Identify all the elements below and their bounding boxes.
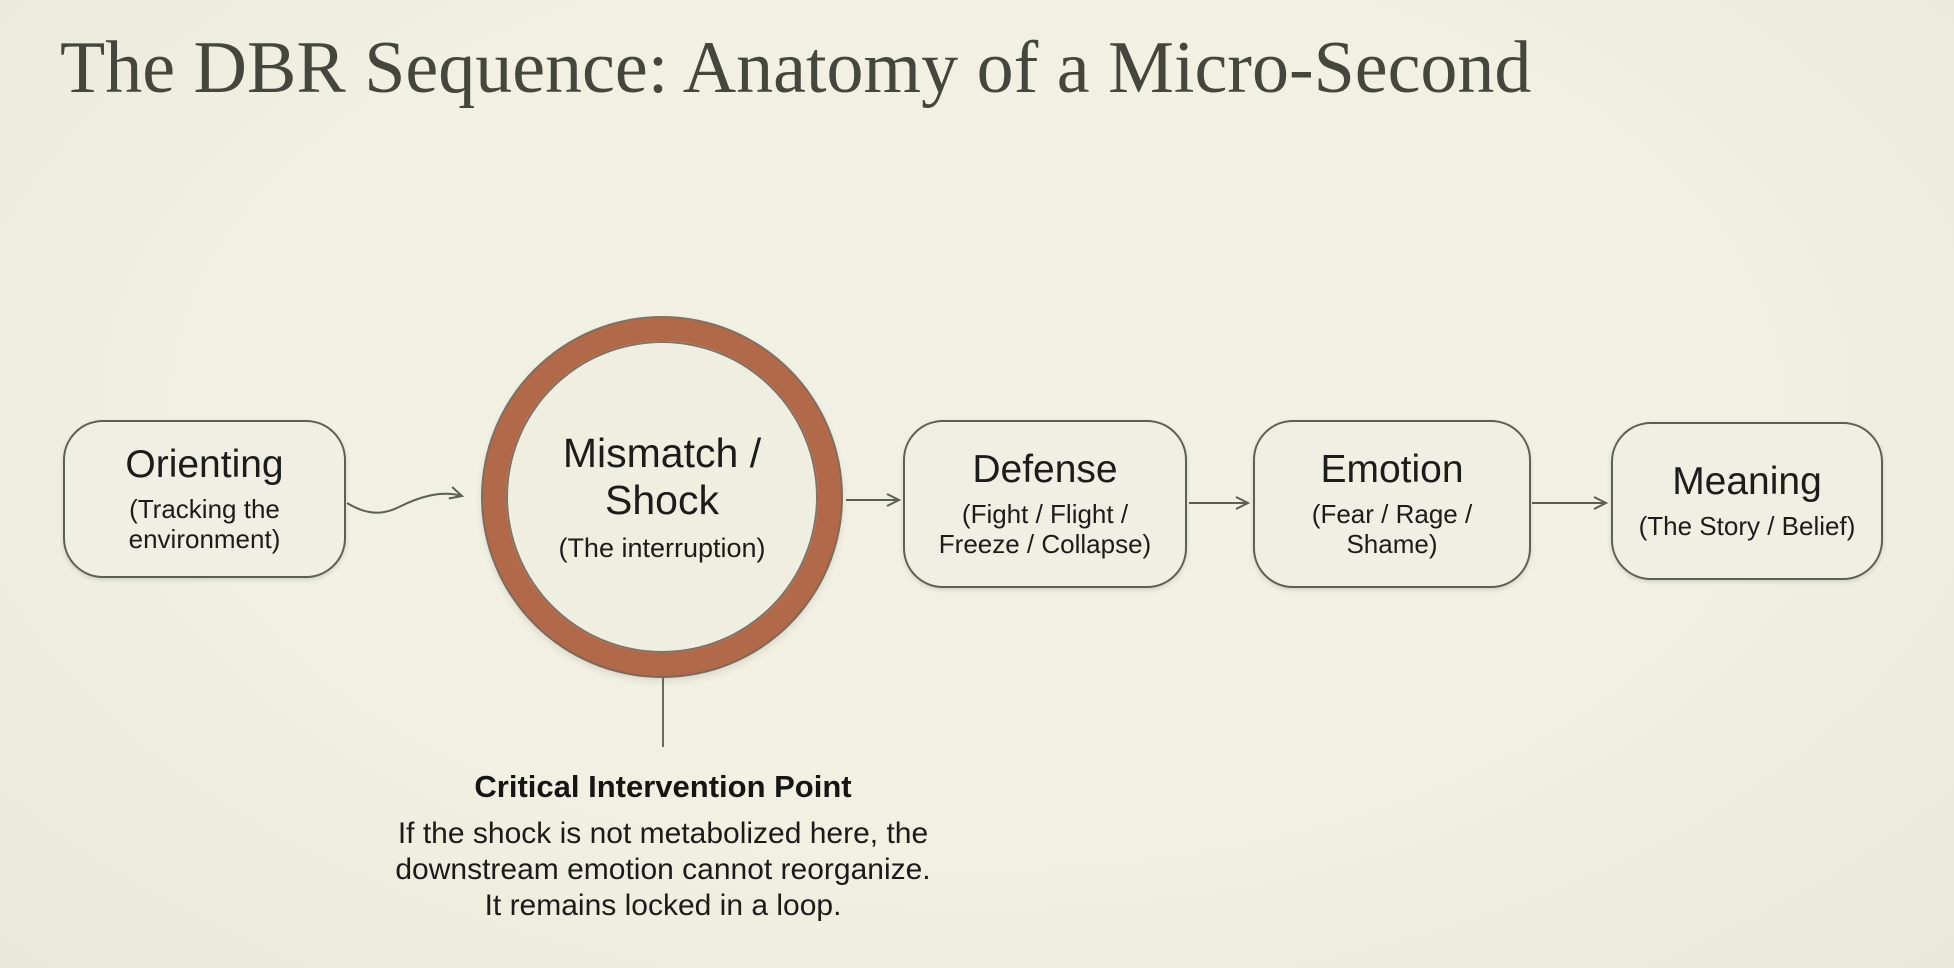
annotation-heading: Critical Intervention Point bbox=[474, 769, 852, 804]
node-orienting-sub: (Tracking the environment) bbox=[129, 494, 281, 555]
node-emotion-sub: (Fear / Rage / Shame) bbox=[1312, 499, 1472, 560]
node-orienting-sub-line1: (Tracking the bbox=[129, 493, 280, 524]
node-mismatch-shock-label-line1: Mismatch / bbox=[562, 430, 762, 477]
node-meaning: Meaning (The Story / Belief) bbox=[1611, 422, 1883, 580]
node-meaning-sub: (The Story / Belief) bbox=[1638, 511, 1856, 541]
node-mismatch-shock-label-line2: Shock bbox=[605, 476, 719, 523]
annotation-body-line1: If the shock is not metabolized here, th… bbox=[397, 817, 929, 851]
connector-orienting-to-shock-icon bbox=[346, 486, 465, 514]
node-orienting-label: Orienting bbox=[125, 442, 284, 486]
annotation-body-line3: It remains locked in a loop. bbox=[484, 889, 842, 923]
annotation-body-line2: downstream emotion cannot reorganize. bbox=[395, 853, 931, 887]
node-defense-sub: (Fight / Flight / Freeze / Collapse) bbox=[939, 499, 1151, 560]
node-defense-label: Defense bbox=[972, 447, 1118, 491]
node-mismatch-shock: Mismatch / Shock (The interruption) bbox=[483, 318, 841, 676]
node-meaning-label: Meaning bbox=[1672, 460, 1822, 504]
node-defense-sub-line2: Freeze / Collapse) bbox=[938, 529, 1152, 560]
node-emotion-sub-line2: Shame) bbox=[1346, 529, 1438, 560]
node-emotion: Emotion (Fear / Rage / Shame) bbox=[1253, 420, 1531, 588]
node-mismatch-shock-sub: (The interruption) bbox=[558, 532, 766, 563]
node-defense-sub-line1: (Fight / Flight / bbox=[961, 498, 1129, 529]
node-defense: Defense (Fight / Flight / Freeze / Colla… bbox=[903, 420, 1187, 588]
node-orienting: Orienting (Tracking the environment) bbox=[63, 420, 346, 578]
node-orienting-sub-line2: environment) bbox=[128, 524, 281, 555]
annotation: Critical Intervention Point If the shock… bbox=[383, 768, 943, 924]
node-emotion-sub-line1: (Fear / Rage / bbox=[1311, 498, 1473, 529]
page-title: The DBR Sequence: Anatomy of a Micro-Sec… bbox=[60, 27, 1532, 109]
node-emotion-label: Emotion bbox=[1320, 447, 1464, 491]
annotation-body: If the shock is not metabolized here, th… bbox=[383, 816, 943, 924]
node-mismatch-shock-label: Mismatch / Shock bbox=[563, 430, 761, 523]
